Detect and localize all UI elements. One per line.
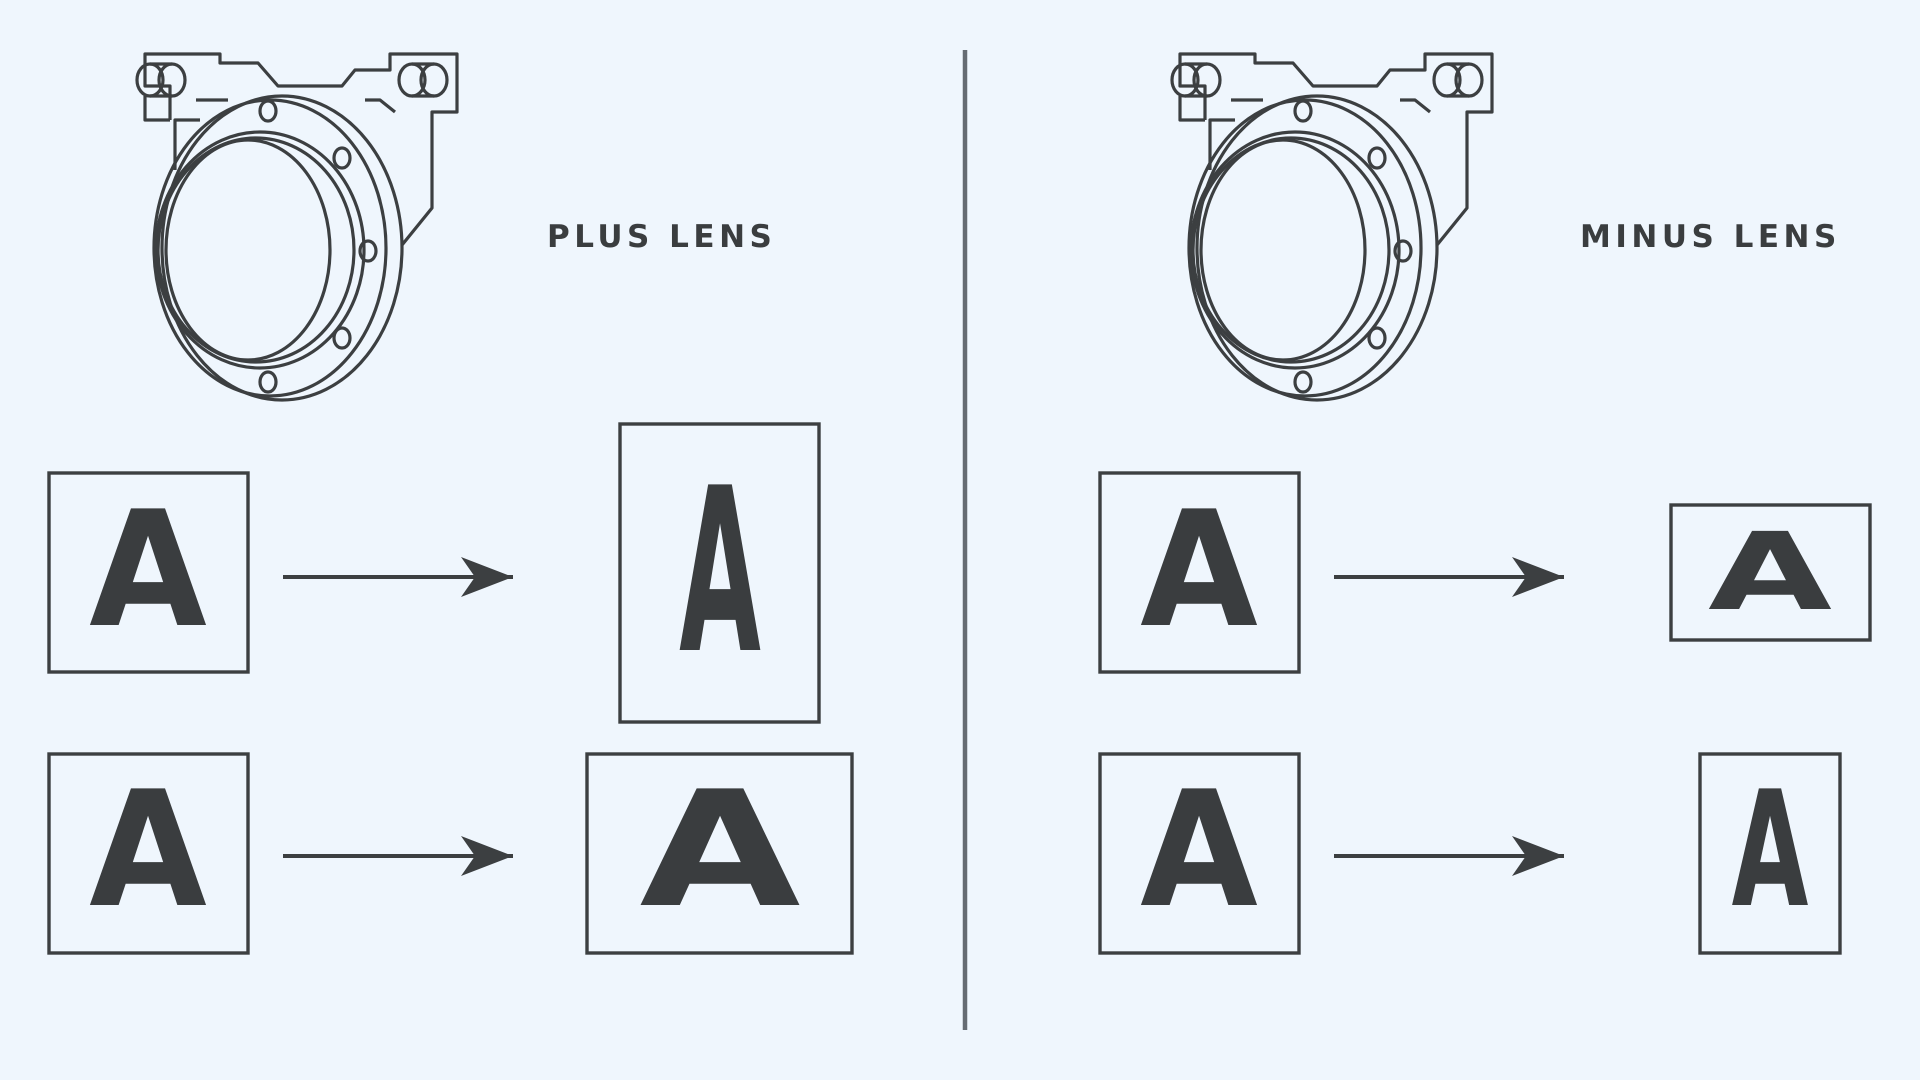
- output-letter: A: [640, 757, 801, 943]
- arrow-right-icon: [1332, 555, 1566, 599]
- arrow-right-icon: [1332, 834, 1566, 878]
- input-frame: [47, 471, 250, 674]
- minus-lens-title: MINUS LENS: [1580, 219, 1841, 255]
- output-frame-stretched-wide: [585, 752, 854, 955]
- minus-example-row-1: A A: [1098, 471, 1872, 674]
- plus-example-row-1: A A: [47, 422, 821, 724]
- output-letter: A: [679, 440, 761, 704]
- arrow-right-icon: [281, 555, 515, 599]
- input-letter: A: [1140, 756, 1258, 943]
- plus-lens-panel: PLUS LENS A A A A: [47, 52, 854, 955]
- input-frame: [47, 752, 250, 955]
- input-letter: A: [89, 756, 207, 943]
- plus-example-row-2: A A: [47, 752, 854, 955]
- anamorphic-lens-adapter-icon: [1170, 52, 1494, 402]
- minus-lens-panel: MINUS LENS A A A A: [1098, 52, 1872, 955]
- plus-lens-title: PLUS LENS: [547, 219, 776, 255]
- output-frame-squeezed-short: [1669, 503, 1872, 642]
- input-letter: A: [1140, 476, 1258, 663]
- arrow-right-icon: [281, 834, 515, 878]
- output-letter: A: [1708, 511, 1832, 635]
- input-frame: [1098, 471, 1301, 674]
- minus-example-row-2: A A: [1098, 752, 1842, 955]
- anamorphic-lens-adapter-icon: [135, 52, 459, 402]
- output-frame-squeezed-narrow: [1698, 752, 1842, 955]
- input-letter: A: [89, 476, 207, 663]
- output-letter: A: [1732, 757, 1809, 943]
- output-frame-stretched-tall: [618, 422, 821, 724]
- input-frame: [1098, 752, 1301, 955]
